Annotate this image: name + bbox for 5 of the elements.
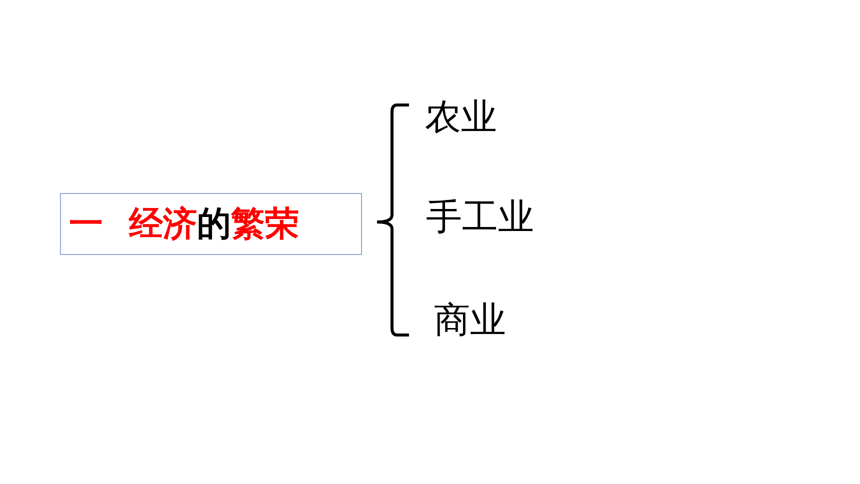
title-box xyxy=(60,193,362,255)
heading-text: 一 经济的繁荣 xyxy=(69,207,299,241)
branch-label: 商业 xyxy=(434,303,506,339)
branch-label: 手工业 xyxy=(426,200,534,236)
branch-label: 农业 xyxy=(425,100,497,136)
